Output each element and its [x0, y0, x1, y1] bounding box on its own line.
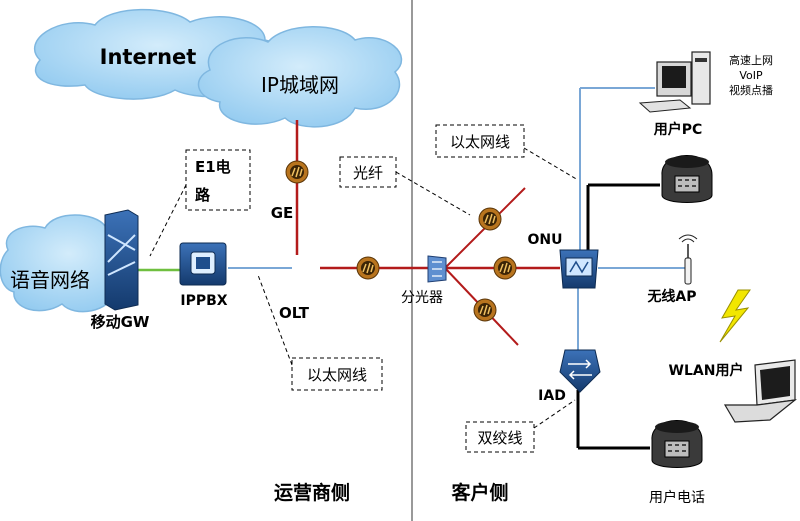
voice-network-cloud: 语音网络 [0, 214, 138, 313]
splitter-label: 分光器 [401, 290, 443, 306]
mobile-gw-label: 移动GW [91, 313, 150, 331]
service-item: 高速上网 [729, 53, 773, 67]
services-list: 高速上网 VoIP 视频点播 [729, 53, 773, 97]
bottom-phone-device: 用户电话 [649, 420, 705, 506]
twisted-pair-label: 双绞线 [477, 429, 522, 447]
ip-metro-label: IP城域网 [261, 73, 339, 97]
service-item: 视频点播 [729, 83, 773, 97]
ethernet-bottom-callout: 以太网线 [257, 274, 383, 391]
user-pc-device: 用户PC [638, 51, 711, 138]
wireless-ap-label: 无线AP [646, 288, 696, 305]
connector-icon [493, 256, 517, 280]
service-item: VoIP [739, 69, 763, 82]
onu-label: ONU [528, 232, 563, 248]
e1-label: E1电 [195, 158, 231, 176]
ippbx-device: IPPBX [179, 242, 228, 309]
laptop-device: WLAN用户 [669, 359, 798, 423]
connector-icon [285, 160, 309, 184]
operator-side-label: 运营商侧 [274, 481, 350, 504]
e1-callout: E1电 路 [149, 149, 251, 257]
voice-network-label: 语音网络 [10, 268, 90, 292]
ethernet-top-callout: 以太网线 [435, 124, 579, 181]
ge-label: GE [271, 204, 294, 222]
e1-label-2: 路 [195, 186, 211, 204]
connector-icon [356, 256, 380, 280]
wlan-user-label: WLAN用户 [669, 362, 744, 379]
twisted-pair-callout: 双绞线 [465, 399, 576, 453]
user-phone-label: 用户电话 [649, 489, 705, 506]
fiber-callout: 光纤 [339, 156, 471, 216]
ip-metro-cloud: IP城域网 [197, 26, 403, 128]
onu-device: ONU [528, 232, 599, 289]
internet-label: Internet [100, 45, 197, 69]
wireless-signal-icon [719, 289, 751, 343]
olt-label: OLT [279, 304, 310, 322]
user-pc-label: 用户PC [654, 121, 703, 138]
wireless-ap-device: 无线AP [646, 234, 698, 305]
iad-label: IAD [538, 388, 566, 404]
fiber-label: 光纤 [353, 164, 383, 182]
connector-icon [478, 207, 502, 231]
ippbx-label: IPPBX [180, 293, 227, 309]
mobile-gw-device: 移动GW [91, 209, 150, 331]
ethernet-top-label: 以太网线 [450, 133, 510, 151]
connector-icon [473, 298, 497, 322]
iad-device: IAD [538, 349, 601, 404]
top-phone-device [661, 155, 713, 203]
customer-side-label: 客户侧 [451, 481, 508, 504]
ethernet-bottom-label: 以太网线 [307, 366, 367, 384]
splitter-device: 分光器 [401, 255, 447, 306]
